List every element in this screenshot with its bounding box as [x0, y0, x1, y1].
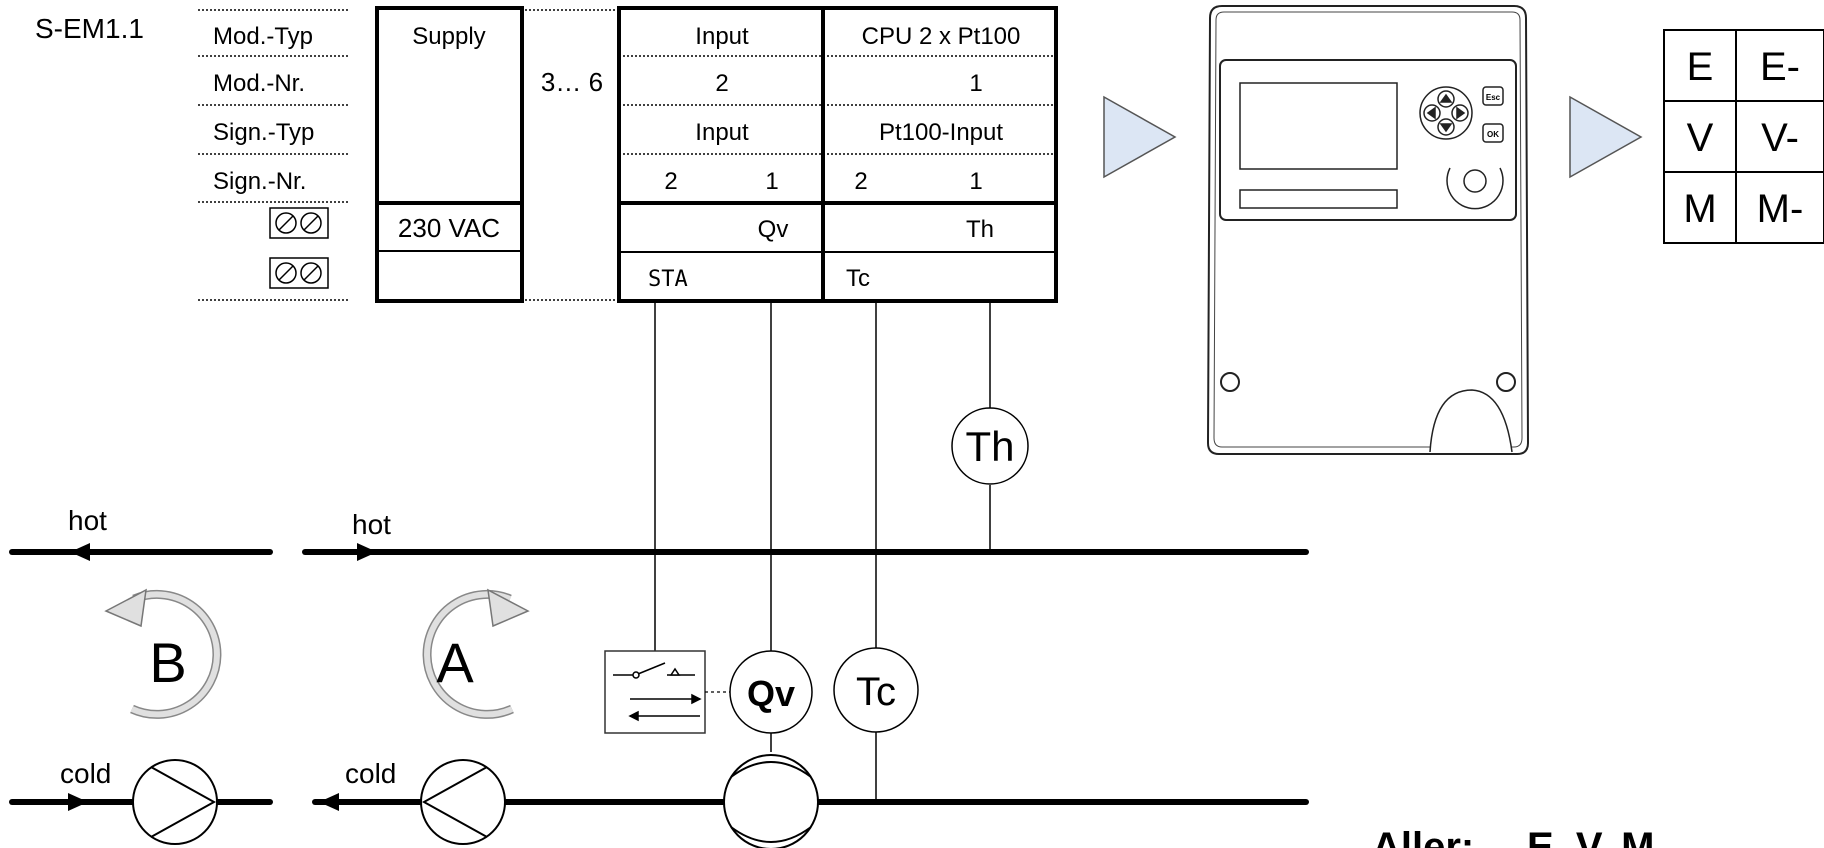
result-cell: E	[1687, 45, 1714, 89]
meter-device: Esc OK	[1206, 5, 1530, 455]
loop-a-icon: A	[422, 588, 530, 719]
sensor-tc: Tc	[833, 647, 919, 733]
sensor-th-label: Th	[965, 423, 1014, 470]
results-table: E E- V V- M M-	[1663, 29, 1824, 244]
loop-b-icon: B	[104, 588, 222, 719]
input-terminal-sta: STA	[648, 267, 688, 292]
cpu-signal-type: Pt100-Input	[879, 119, 1003, 146]
row-label-sign-typ: Sign.-Typ	[213, 119, 314, 146]
meter-ok-key: OK	[1482, 123, 1504, 143]
cpu-signal-nr-1: 1	[969, 168, 982, 195]
cpu-terminal-th: Th	[966, 216, 994, 243]
cold-left-arrow-icon	[68, 793, 88, 811]
row-label-mod-typ: Mod.-Typ	[213, 23, 313, 50]
loop-b-label: B	[149, 631, 186, 694]
label-separators	[198, 9, 620, 301]
supply-voltage: 230 VAC	[398, 213, 500, 243]
input-signal-nr-1: 1	[765, 168, 778, 195]
hot-label-right: hot	[352, 509, 391, 540]
io-module-block: Input 2 Input 2 1 Qv STA CPU 2 x Pt100 1…	[617, 6, 1058, 303]
cpu-signal-nr-2: 2	[854, 168, 867, 195]
terminal-icon-lower	[269, 257, 329, 289]
sensor-th: Th	[951, 407, 1029, 485]
sensor-qv-label: Qv	[747, 673, 795, 714]
result-cell: E-	[1760, 45, 1800, 89]
meter-mounting-hole-right	[1496, 372, 1516, 392]
result-cell: V	[1687, 116, 1714, 160]
footer-values: E, V, M	[1527, 825, 1654, 848]
meter-esc-key: Esc	[1482, 86, 1504, 106]
meter-mounting-hole-left	[1220, 372, 1240, 392]
direction-switch-icon	[604, 650, 706, 734]
loop-a-label: A	[436, 631, 474, 694]
cold-right-arrow-icon	[319, 793, 339, 811]
terminal-icon-upper	[269, 207, 329, 239]
cold-label-left: cold	[60, 758, 111, 789]
slot-range: 3… 6	[541, 67, 603, 97]
cpu-mod-type: CPU 2 x Pt100	[862, 23, 1021, 50]
input-mod-nr: 2	[715, 70, 728, 97]
result-cell: M	[1683, 187, 1716, 231]
pump-right-icon	[420, 759, 506, 845]
cold-label-right: cold	[345, 758, 396, 789]
supply-module: Supply 230 VAC	[375, 6, 524, 303]
flow-meter-icon	[723, 754, 819, 848]
meter-esc-label: Esc	[1486, 93, 1501, 102]
row-label-sign-nr: Sign.-Nr.	[213, 168, 306, 195]
supply-type: Supply	[412, 23, 485, 50]
input-terminal-qv: Qv	[758, 216, 789, 243]
hot-right-arrow-icon	[357, 543, 377, 561]
device-id: S-EM1.1	[35, 13, 144, 44]
cpu-terminal-tc: Tc	[846, 265, 870, 292]
meter-knob	[1446, 167, 1504, 210]
input-signal-type: Input	[695, 119, 749, 146]
result-cell: M-	[1757, 187, 1804, 231]
hot-left-arrow-icon	[70, 543, 90, 561]
input-signal-nr-2: 2	[664, 168, 677, 195]
row-label-mod-nr: Mod.-Nr.	[213, 70, 305, 97]
meter-display	[1239, 82, 1398, 170]
flow-arrow-2	[1569, 95, 1643, 179]
pump-left-icon	[132, 759, 218, 845]
footer-label: Aller:	[1372, 825, 1474, 848]
cpu-mod-nr: 1	[969, 70, 982, 97]
signal-wires	[654, 301, 991, 802]
meter-ok-label: OK	[1487, 130, 1499, 139]
flow-arrow-1	[1103, 95, 1177, 179]
meter-cable-entry	[1429, 389, 1513, 453]
input-mod-type: Input	[695, 23, 749, 50]
row-labels: Mod.-Typ Mod.-Nr. Sign.-Typ Sign.-Nr.	[213, 23, 314, 195]
hot-label-left: hot	[68, 505, 107, 536]
sensor-tc-label: Tc	[856, 670, 896, 714]
meter-nav-keypad	[1419, 86, 1473, 140]
sensor-qv: Qv	[729, 650, 813, 734]
result-cell: V-	[1761, 116, 1799, 160]
meter-label-slot	[1239, 189, 1398, 209]
